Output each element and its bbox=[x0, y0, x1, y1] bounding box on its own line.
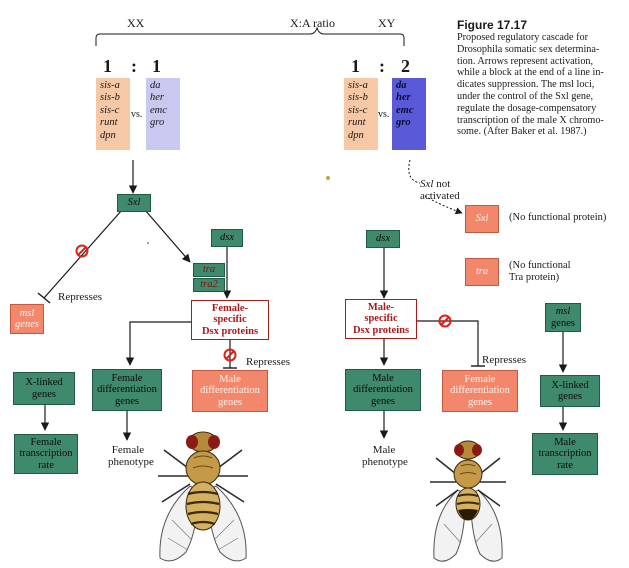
caption-line: under the control of the Sxl gene, bbox=[457, 90, 594, 102]
male-ratio-colon: : bbox=[379, 56, 385, 76]
gene-label: gro bbox=[396, 117, 411, 129]
female-denominator-column: da her emc gro bbox=[146, 78, 180, 150]
male-fly-icon bbox=[430, 440, 506, 562]
note-text: not bbox=[436, 178, 451, 190]
caption-title: Figure 17.17 bbox=[457, 18, 528, 32]
female-ratio-numerator: 1 bbox=[103, 56, 112, 76]
caption-line: Drosophila somatic sex determina- bbox=[457, 43, 600, 55]
gene-label: gro bbox=[150, 117, 165, 129]
male-ratio-denominator: 2 bbox=[401, 56, 410, 76]
male-ratio-numerator: 1 bbox=[351, 56, 360, 76]
male-phenotype-label: Male phenotype bbox=[362, 444, 408, 468]
male-transcription-rate-box: Male transcription rate bbox=[532, 433, 598, 475]
gene-label: sis-a bbox=[100, 80, 120, 91]
female-vs-label: vs. bbox=[131, 109, 143, 120]
caption-line: some. (After Baker et al. 1987.) bbox=[457, 126, 587, 138]
figure-caption: Figure 17.17 Proposed regulatory cascade… bbox=[457, 18, 627, 138]
female-ratio-denominator: 1 bbox=[152, 56, 161, 76]
no-symbol-icon bbox=[438, 314, 452, 328]
sxl-male-box: Sxl bbox=[465, 205, 499, 233]
x-linked-genes-male-box: X-linked genes bbox=[540, 375, 600, 407]
gene-label: sis-b bbox=[100, 92, 120, 104]
caption-line: while a block at the end of a line in- bbox=[457, 67, 604, 79]
note-text: activated bbox=[420, 190, 460, 202]
female-differentiation-genes-male-box: Female differentiation genes bbox=[442, 370, 518, 412]
stray-dot bbox=[147, 242, 149, 244]
gene-label: runt bbox=[348, 117, 366, 129]
caption-line: tion. Arrows represent activation, bbox=[457, 55, 594, 67]
female-differentiation-genes-box: Female differentiation genes bbox=[92, 369, 162, 411]
gene-label: da bbox=[396, 80, 407, 91]
gene-label: dpn bbox=[348, 129, 364, 141]
xx-label: XX bbox=[127, 16, 145, 30]
gene-label: sis-a bbox=[348, 80, 368, 91]
male-numerator-column: sis-a sis-b sis-c runt dpn bbox=[344, 78, 378, 150]
msl-genes-male-box: msl genes bbox=[545, 303, 581, 332]
male-vs-label: vs. bbox=[378, 109, 390, 120]
msl-genes-female-box: msl genes bbox=[10, 304, 44, 334]
tra2-box: tra2 bbox=[193, 278, 225, 292]
male-specific-dsx-box: Male- specific Dsx proteins bbox=[345, 299, 417, 339]
represses-label: Represses bbox=[58, 291, 102, 303]
caption-line: Proposed regulatory cascade for bbox=[457, 32, 588, 43]
tra-male-note: (No functional Tra protein) bbox=[509, 260, 571, 283]
female-specific-dsx-box: Female- specific Dsx proteins bbox=[191, 300, 269, 340]
gene-label: da bbox=[150, 80, 161, 91]
caption-line: transcription of the male X chromo- bbox=[457, 114, 604, 126]
gene-label: Sxl bbox=[420, 178, 434, 190]
tra-box: tra bbox=[193, 263, 225, 277]
sxl-male-note: (No functional protein) bbox=[509, 212, 607, 223]
gene-label: emc bbox=[396, 104, 414, 116]
gene-label: sis-b bbox=[348, 92, 368, 104]
stray-dot bbox=[326, 176, 330, 180]
gene-label: sis-c bbox=[100, 104, 120, 116]
xy-label: XY bbox=[378, 16, 396, 30]
represses-label: Represses bbox=[246, 356, 290, 368]
gene-label: runt bbox=[100, 117, 118, 129]
represses-label: Represses bbox=[482, 354, 526, 366]
gene-label: sis-c bbox=[348, 104, 368, 116]
gene-label: her bbox=[396, 92, 411, 104]
no-symbol-icon bbox=[75, 244, 89, 258]
x-linked-genes-female-box: X-linked genes bbox=[13, 372, 75, 405]
xa-brace bbox=[95, 26, 405, 46]
tra-male-box: tra bbox=[465, 258, 499, 286]
male-differentiation-genes-box: Male differentiation genes bbox=[345, 369, 421, 411]
sxl-not-activated-label: Sxl not activated bbox=[420, 178, 460, 202]
gene-label: her bbox=[150, 92, 164, 104]
male-differentiation-genes-female-box: Male differentiation genes bbox=[192, 370, 268, 412]
caption-line: regulate the dosage-compensatory bbox=[457, 102, 597, 114]
female-numerator-column: sis-a sis-b sis-c runt dpn bbox=[96, 78, 130, 150]
xa-ratio-label: X:A ratio bbox=[290, 16, 335, 30]
sxl-female-box: Sxl bbox=[117, 194, 151, 212]
female-fly-icon bbox=[158, 431, 248, 562]
female-phenotype-label: Female phenotype bbox=[108, 444, 154, 468]
female-transcription-rate-box: Female transcription rate bbox=[14, 434, 78, 474]
gene-label: emc bbox=[150, 104, 167, 116]
caption-line: dicates suppression. The msl loci, bbox=[457, 79, 595, 91]
gene-label: dpn bbox=[100, 129, 116, 141]
male-denominator-column: da her emc gro bbox=[392, 78, 426, 150]
dsx-female-box: dsx bbox=[211, 229, 243, 247]
no-symbol-icon bbox=[223, 348, 237, 362]
female-ratio-colon: : bbox=[131, 56, 137, 76]
dsx-male-box: dsx bbox=[366, 230, 400, 248]
